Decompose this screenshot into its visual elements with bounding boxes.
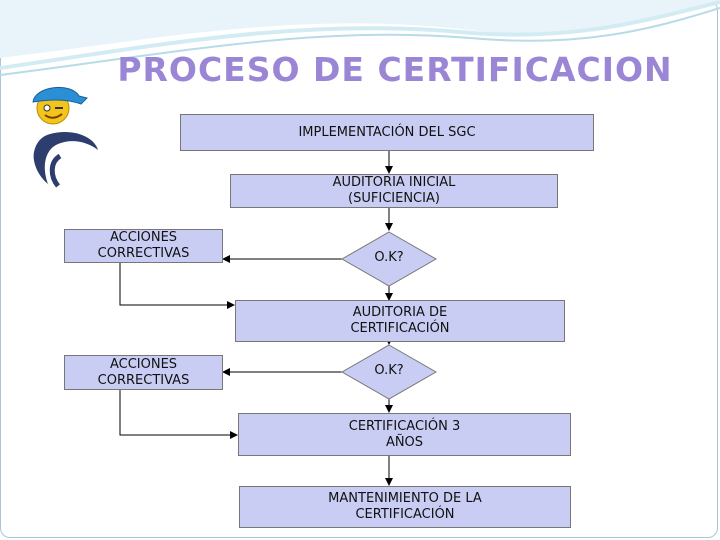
- mantenimiento-box: MANTENIMIENTO DE LA CERTIFICACIÓN: [239, 486, 571, 528]
- ok-label-2: O.K?: [374, 363, 404, 378]
- header-swoosh-decoration: [0, 0, 720, 76]
- decision-diamond-1: [340, 231, 438, 287]
- ok-label-1: O.K?: [374, 250, 404, 265]
- acciones-correctivas-box-2: ACCIONES CORRECTIVAS: [64, 355, 223, 390]
- implementacion-box: IMPLEMENTACIÓN DEL SGC: [180, 114, 594, 151]
- auditoria-inicial-box: AUDITORIA INICIAL (SUFICIENCIA): [230, 174, 558, 208]
- acciones-correctivas-box-1: ACCIONES CORRECTIVAS: [64, 229, 223, 263]
- page-title: PROCESO DE CERTIFICACION: [117, 50, 673, 89]
- certificacion-box: CERTIFICACIÓN 3 AÑOS: [238, 413, 571, 456]
- smiley-cap-icon: [32, 86, 88, 125]
- company-logo-icon: [33, 131, 98, 188]
- auditoria-certificacion-box: AUDITORIA DE CERTIFICACIÓN: [235, 300, 565, 342]
- decision-diamond-2: [340, 344, 438, 400]
